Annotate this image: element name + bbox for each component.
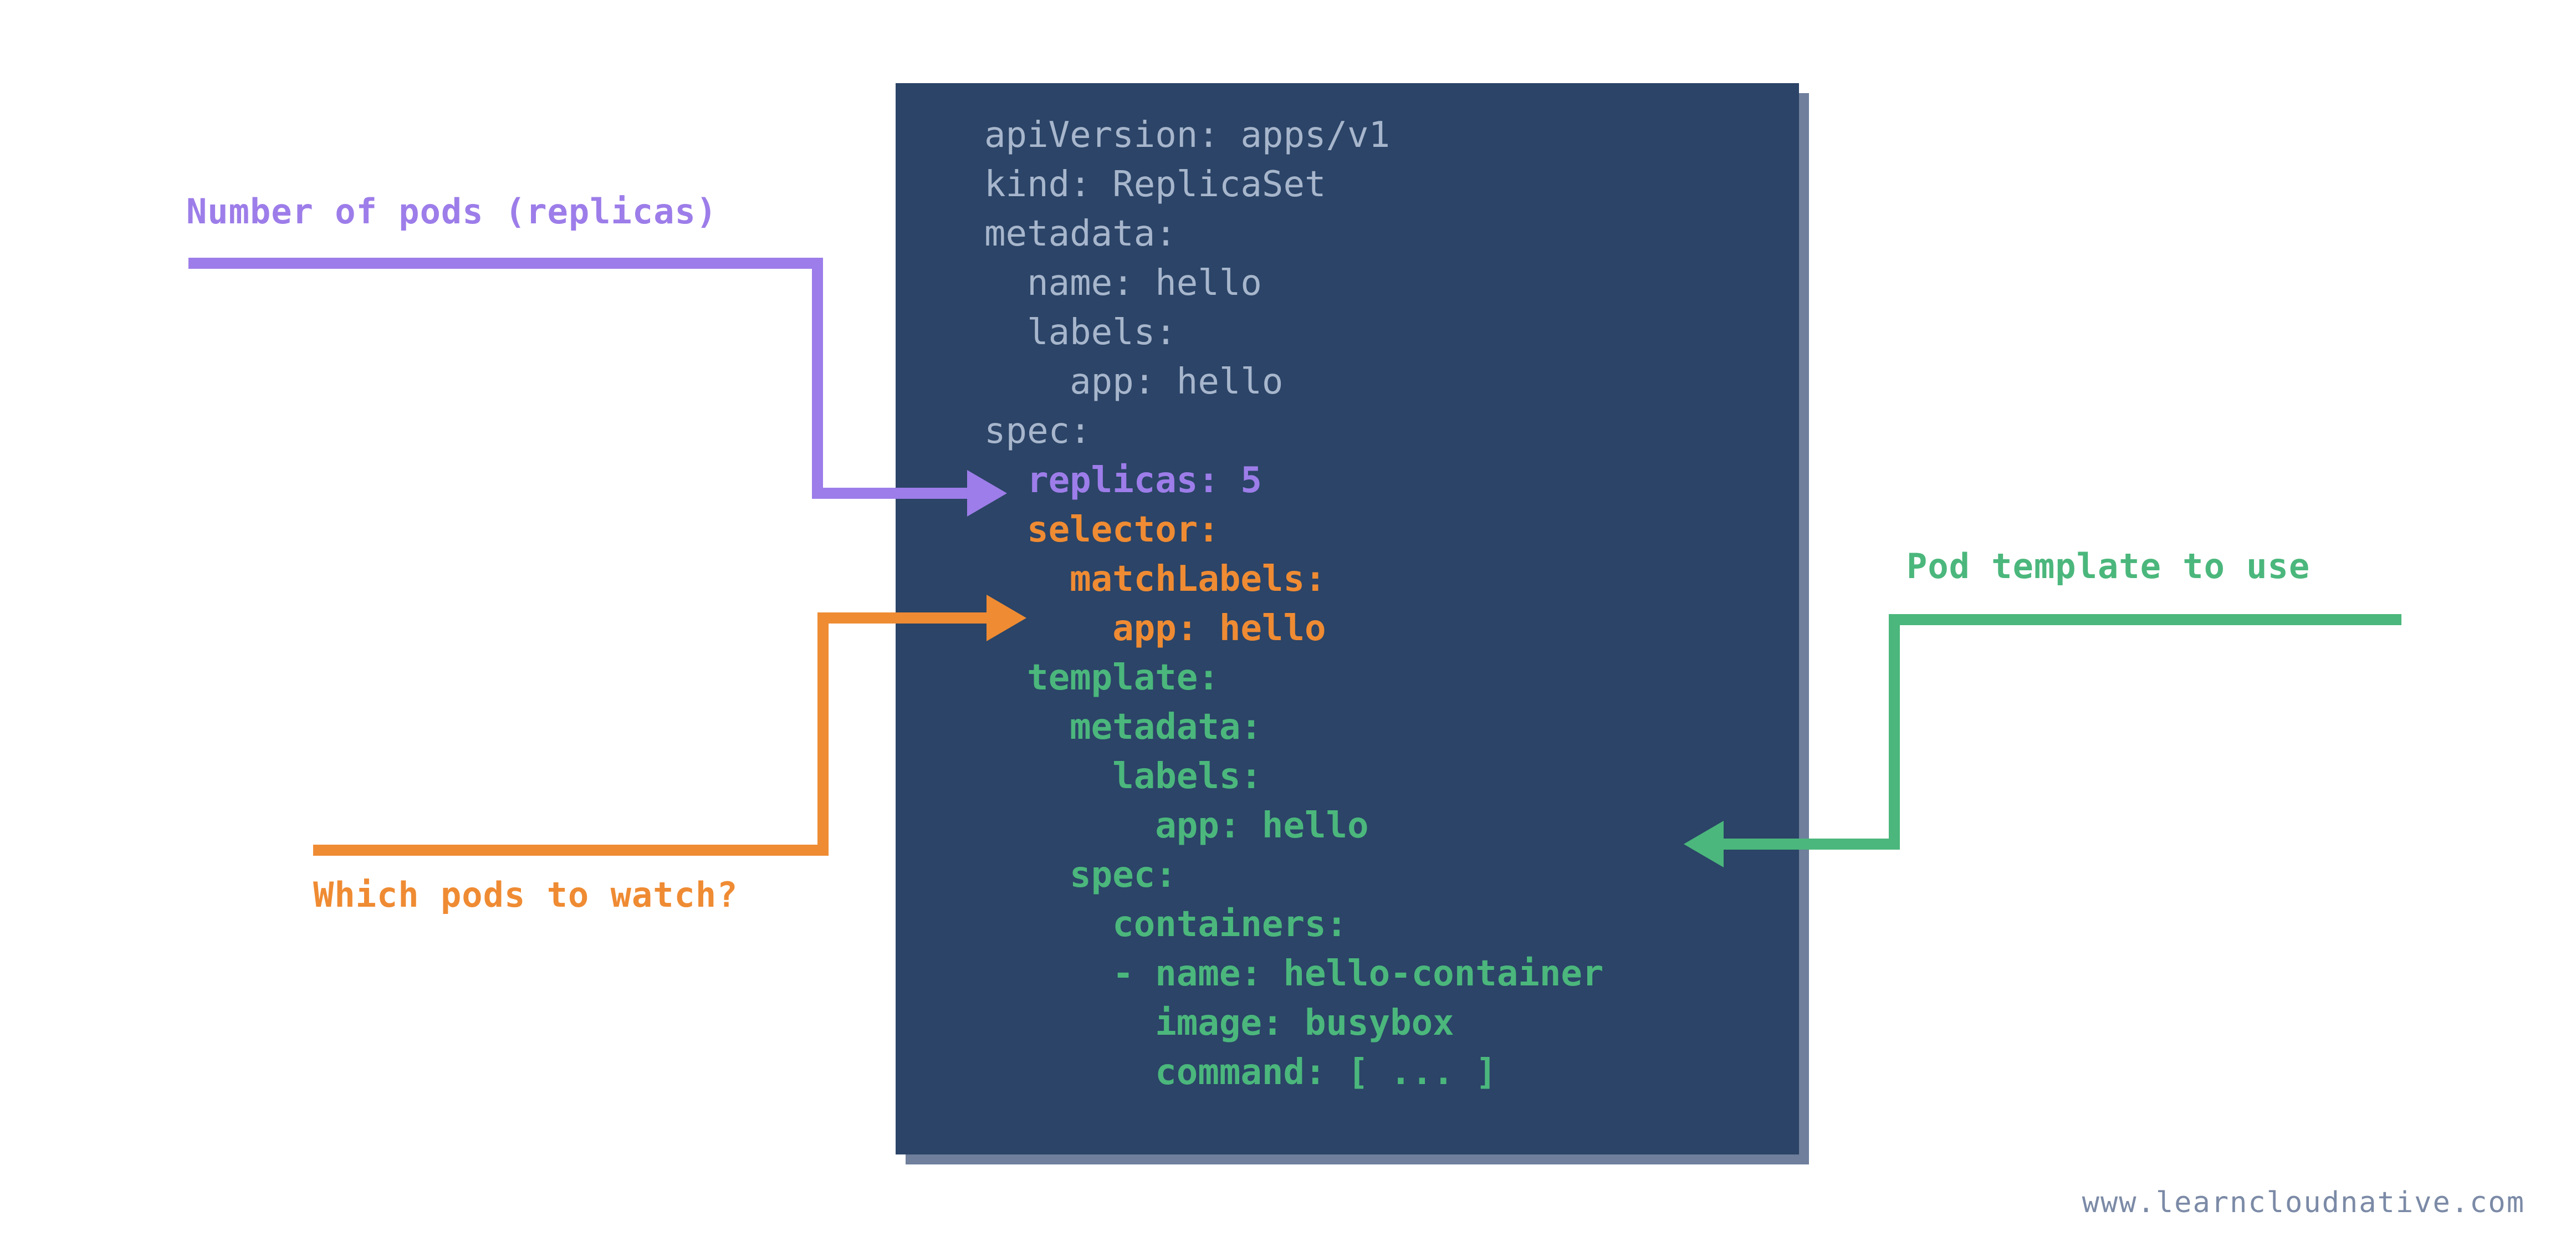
code-line-selector: selector: xyxy=(984,509,1219,550)
arrow-left-icon-template xyxy=(1684,821,1724,867)
annotation-connector-selector-vertical xyxy=(817,612,829,856)
code-line: apiVersion: apps/v1 xyxy=(984,115,1391,156)
code-line: matchLabels: xyxy=(984,559,1326,600)
code-line: spec: xyxy=(984,411,1091,452)
code-line: labels: xyxy=(984,756,1262,797)
code-line: app: hello xyxy=(984,361,1284,402)
arrow-right-icon-selector xyxy=(987,595,1026,641)
code-line-replicas: replicas: 5 xyxy=(984,460,1262,501)
code-line: app: hello xyxy=(984,608,1326,649)
code-line: app: hello xyxy=(984,805,1369,846)
annotation-connector-template-underline xyxy=(1889,614,2401,625)
annotation-connector-replicas-underline xyxy=(188,258,823,269)
annotation-label-template: Pod template to use xyxy=(1907,546,2311,586)
arrow-right-icon-replicas xyxy=(967,470,1007,517)
code-line-template: template: xyxy=(984,657,1219,698)
code-lines: apiVersion: apps/v1 kind: ReplicaSet met… xyxy=(984,111,1799,1097)
annotation-connector-template-horizontal xyxy=(1724,839,1900,850)
annotation-label-selector: Which pods to watch? xyxy=(313,875,738,915)
code-line: image: busybox xyxy=(984,1003,1454,1044)
annotation-connector-replicas-horizontal xyxy=(812,488,973,499)
annotation-connector-replicas-vertical xyxy=(812,258,823,493)
yaml-code-block: apiVersion: apps/v1 kind: ReplicaSet met… xyxy=(896,83,1799,1154)
annotation-connector-selector-overline xyxy=(313,845,829,856)
code-line: kind: ReplicaSet xyxy=(984,164,1326,205)
code-line: command: [ ... ] xyxy=(984,1052,1497,1093)
code-line: - name: hello-container xyxy=(984,953,1604,994)
code-line: metadata: xyxy=(984,213,1177,254)
code-line: labels: xyxy=(984,312,1177,353)
code-line: spec: xyxy=(984,855,1177,896)
code-line: name: hello xyxy=(984,263,1262,304)
code-line: containers: xyxy=(984,904,1348,945)
annotation-connector-selector-horizontal xyxy=(817,612,992,624)
annotation-label-replicas: Number of pods (replicas) xyxy=(186,191,718,232)
footer-site-url: www.learncloudnative.com xyxy=(2082,1186,2525,1219)
code-line: metadata: xyxy=(984,707,1262,748)
annotation-connector-template-vertical xyxy=(1889,614,1900,850)
